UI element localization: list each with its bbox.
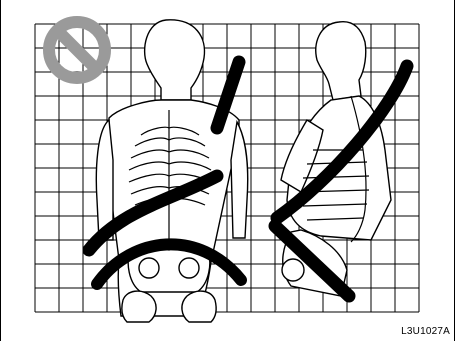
prohibition-icon [49,22,105,78]
figure-code: L3U1027A [401,326,450,337]
front-view-figure [96,20,247,322]
